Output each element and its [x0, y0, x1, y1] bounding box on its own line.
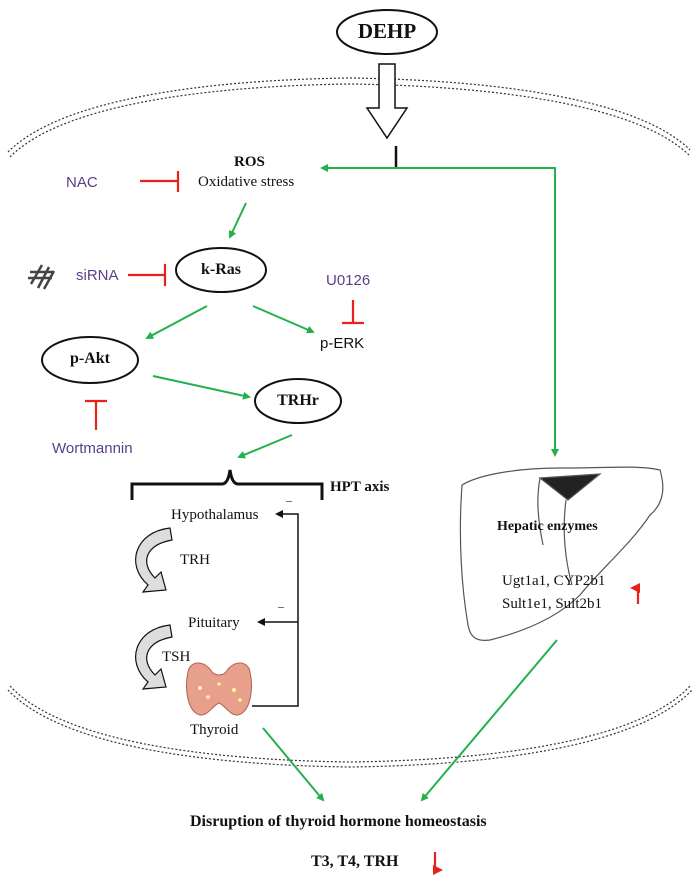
- hpt-brace: [130, 469, 324, 500]
- trhr-node: [254, 378, 342, 424]
- dehp-entry-arrow: [365, 63, 409, 140]
- oxidative-stress-label: Oxidative stress: [198, 174, 295, 190]
- trh-label: TRH: [180, 552, 210, 568]
- tsh-curved-arrow: [135, 624, 173, 690]
- kras-node: [175, 247, 267, 293]
- liver-icon: [459, 466, 664, 641]
- arrow-kras-to-pakt: [145, 305, 208, 339]
- activation-arrows: [145, 164, 559, 802]
- nac-label: NAC: [66, 174, 98, 191]
- pakt-node: [41, 336, 139, 384]
- tsh-label: TSH: [162, 649, 191, 665]
- arrow-ros-to-kras: [228, 202, 247, 239]
- u0126-label: U0126: [326, 272, 371, 289]
- cell-membrane: [7, 77, 693, 768]
- pituitary-feedback-sign: –: [278, 599, 284, 613]
- enzymes-line2: Sult1e1, Sult2b1: [502, 596, 603, 612]
- perk-label: p-ERK: [320, 335, 365, 352]
- arrow-trhr-to-hpt: [237, 434, 293, 459]
- trhr-label: TRHr: [277, 392, 319, 409]
- arrow-thyroid-to-disruption: [262, 727, 325, 802]
- wortmannin-label: Wortmannin: [52, 440, 133, 457]
- dehp-label: DEHP: [357, 19, 417, 43]
- thyroid-label: Thyroid: [190, 722, 239, 738]
- sirna-label: siRNA: [76, 267, 119, 284]
- hormones-label: T3, T4, TRH: [311, 853, 399, 870]
- sirna-helix-icon: [28, 264, 56, 290]
- hepatic-enzymes-label: Hepatic enzymes: [497, 519, 598, 534]
- thyroid-gland-icon: [186, 662, 252, 716]
- pituitary-label: Pituitary: [188, 615, 240, 631]
- hypothalamus-label: Hypothalamus: [171, 507, 259, 523]
- hpt-axis-label: HPT axis: [330, 479, 390, 495]
- arrow-pakt-to-trhr: [152, 375, 251, 400]
- trh-curved-arrow: [135, 527, 173, 593]
- kras-label: k-Ras: [200, 261, 241, 278]
- disruption-label: Disruption of thyroid hormone homeostasi…: [190, 813, 487, 830]
- ros-label: ROS: [234, 154, 265, 170]
- arrow-kras-to-perk: [252, 305, 315, 334]
- feedback-loop: [252, 510, 299, 707]
- arrow-liver-to-disruption: [420, 639, 558, 802]
- pakt-label: p-Akt: [69, 350, 110, 367]
- arrow-dehp-to-liver: [396, 167, 559, 457]
- enzymes-line1: Ugt1a1, CYP2b1: [502, 573, 606, 589]
- hypothalamus-feedback-sign: –: [286, 493, 292, 507]
- inhibition-symbols: [85, 171, 364, 430]
- dehp-node: [336, 9, 438, 55]
